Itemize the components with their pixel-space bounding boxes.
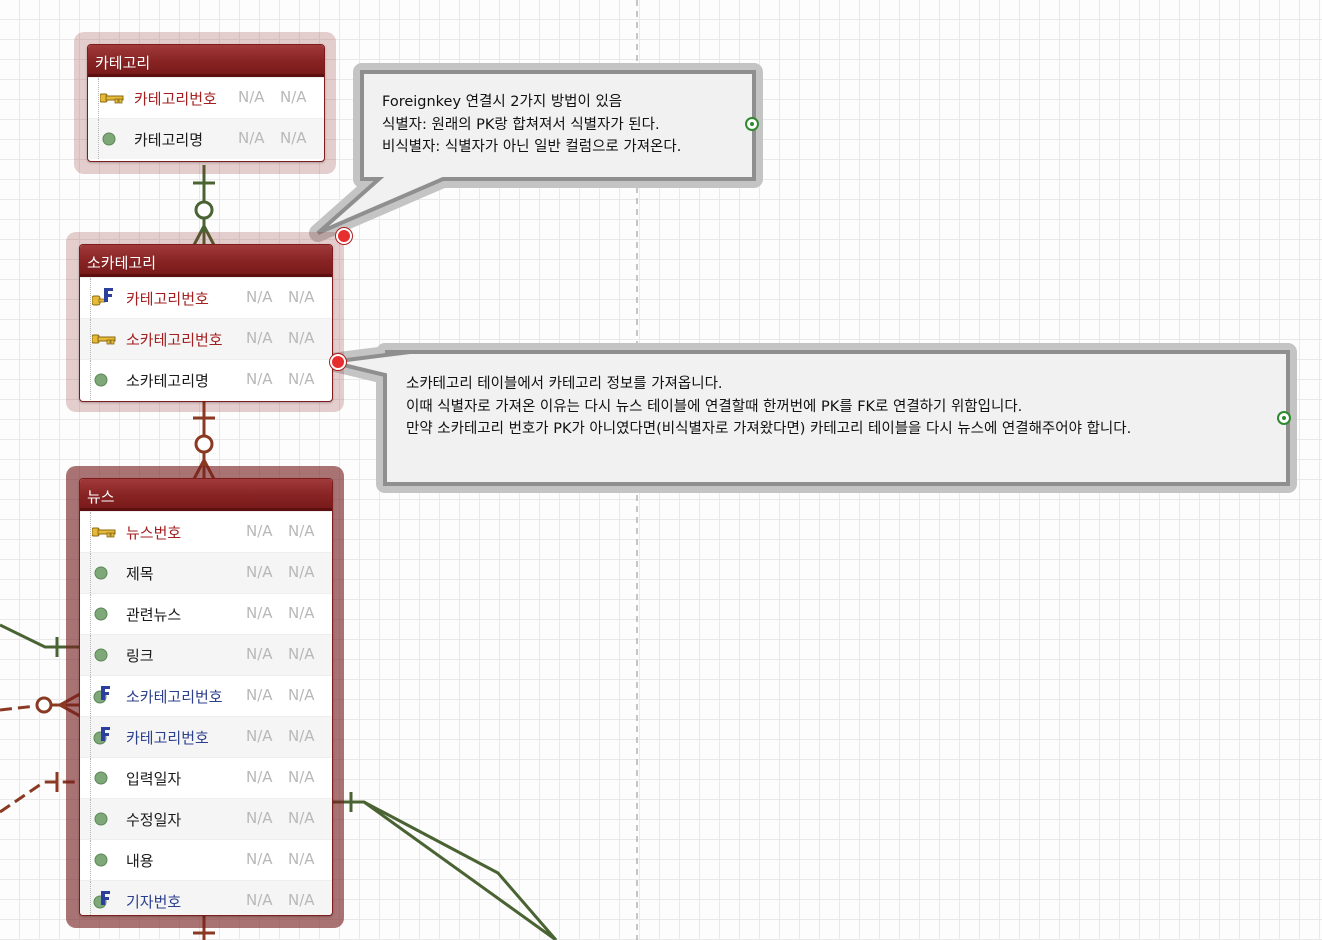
fk-icon	[93, 727, 110, 745]
attr-name: 수정일자	[126, 811, 182, 829]
attr-row[interactable]: 제목 N/A N/A	[80, 552, 332, 593]
attr-name: 기자번호	[126, 893, 182, 911]
attr-name: 카테고리번호	[134, 90, 217, 108]
attr-name: 카테고리번호	[126, 729, 209, 747]
attr-col-2: N/A	[288, 604, 315, 622]
fk-icon	[93, 686, 110, 704]
attr-col-1: N/A	[246, 604, 273, 622]
attr-row[interactable]: 수정일자 N/A N/A	[80, 798, 332, 839]
note-1-frame	[309, 63, 763, 242]
fk-icon	[93, 891, 110, 909]
attr-name: 뉴스번호	[126, 524, 182, 542]
attr-name: 제목	[126, 565, 154, 583]
column-dot-icon	[94, 373, 108, 387]
attr-col-1: N/A	[246, 686, 273, 704]
rel-right-1	[331, 792, 558, 940]
attr-col-1: N/A	[246, 891, 273, 909]
attr-col-2: N/A	[288, 563, 315, 581]
attr-col-2: N/A	[280, 129, 307, 147]
note-2-handle-icon[interactable]	[1277, 411, 1291, 425]
attr-col-1: N/A	[246, 329, 273, 347]
column-dot-icon	[94, 648, 108, 662]
note-2-anchor-icon[interactable]	[330, 354, 346, 370]
note-1-line: Foreignkey 연결시 2가지 방법이 있음	[382, 94, 623, 110]
key-icon	[100, 93, 124, 104]
attr-row[interactable]: 소카테고리번호 N/A N/A	[80, 675, 332, 716]
entity-subcategory[interactable]: 소카테고리 카테고리번호 N/A N/A 소카테고리번호 N/A N/A 소카테…	[79, 244, 333, 402]
attr-row[interactable]: 기자번호 N/A N/A	[80, 880, 332, 915]
column-dot-icon	[94, 607, 108, 621]
note-2-frame	[322, 343, 1297, 493]
column-dot-icon	[94, 566, 108, 580]
attr-col-1: N/A	[246, 850, 273, 868]
attr-row[interactable]: 관련뉴스 N/A N/A	[80, 593, 332, 634]
entity-category[interactable]: 카테고리 카테고리번호 N/A N/A 카테고리명 N/A N/A	[87, 44, 325, 162]
attr-col-2: N/A	[288, 891, 315, 909]
attr-col-2: N/A	[288, 686, 315, 704]
attr-col-2: N/A	[288, 522, 315, 540]
attr-name: 소카테고리명	[126, 372, 209, 390]
attr-row[interactable]: 카테고리번호 N/A N/A	[80, 277, 332, 318]
attr-name: 링크	[126, 647, 154, 665]
attr-col-1: N/A	[246, 809, 273, 827]
attr-row[interactable]: 카테고리번호 N/A N/A	[80, 716, 332, 757]
attr-col-2: N/A	[288, 288, 315, 306]
rel-category-subcategory	[192, 165, 216, 246]
attr-col-1: N/A	[238, 129, 265, 147]
attr-row[interactable]: 링크 N/A N/A	[80, 634, 332, 675]
note-2-line: 이때 식별자로 가져온 이유는 다시 뉴스 테이블에 연결할때 한꺼번에 PK를…	[406, 398, 1023, 415]
attr-name: 관련뉴스	[126, 606, 182, 624]
attr-row[interactable]: 소카테고리명 N/A N/A	[80, 359, 332, 400]
attr-row[interactable]: 뉴스번호 N/A N/A	[80, 511, 332, 552]
note-1-line: 식별자: 원래의 PK랑 합쳐져서 식별자가 된다.	[382, 116, 660, 133]
note-2[interactable]: 소카테고리 테이블에서 카테고리 정보를 가져옵니다. 이때 식별자로 가져온 …	[406, 373, 1131, 441]
attr-col-2: N/A	[288, 809, 315, 827]
entity-subcategory-title: 소카테고리	[80, 245, 332, 277]
column-dot-icon	[102, 132, 116, 146]
column-dot-icon	[94, 771, 108, 785]
attr-col-2: N/A	[288, 850, 315, 868]
attr-row[interactable]: 내용 N/A N/A	[80, 839, 332, 880]
attr-col-2: N/A	[288, 370, 315, 388]
column-dot-icon	[94, 812, 108, 826]
attr-row[interactable]: 카테고리번호 N/A N/A	[88, 77, 324, 118]
entity-category-title: 카테고리	[88, 45, 324, 77]
attr-row[interactable]: 카테고리명 N/A N/A	[88, 118, 324, 159]
attr-name: 카테고리번호	[126, 290, 209, 308]
attr-name: 내용	[126, 852, 154, 870]
key-fk-icon	[92, 288, 113, 306]
attr-row[interactable]: 입력일자 N/A N/A	[80, 757, 332, 798]
attr-col-1: N/A	[246, 288, 273, 306]
attr-col-1: N/A	[246, 563, 273, 581]
attr-name: 입력일자	[126, 770, 182, 788]
note-2-line: 소카테고리 테이블에서 카테고리 정보를 가져옵니다.	[406, 376, 723, 392]
attr-name: 카테고리명	[134, 131, 204, 149]
note-1[interactable]: Foreignkey 연결시 2가지 방법이 있음 식별자: 원래의 PK랑 합…	[382, 91, 681, 159]
attr-name: 소카테고리번호	[126, 331, 223, 349]
note-1-handle-icon[interactable]	[745, 117, 759, 131]
attr-col-1: N/A	[246, 370, 273, 388]
note-2-line: 만약 소카테고리 번호가 PK가 아니였다면(비식별자로 가져왔다면) 카테고리…	[406, 421, 1132, 437]
attr-col-2: N/A	[288, 329, 315, 347]
attr-col-1: N/A	[246, 645, 273, 663]
attr-col-2: N/A	[288, 727, 315, 745]
entity-news-title: 뉴스	[80, 479, 332, 511]
key-icon	[92, 334, 116, 345]
attr-col-1: N/A	[246, 522, 273, 540]
attr-col-2: N/A	[288, 645, 315, 663]
attr-col-1: N/A	[246, 727, 273, 745]
attr-name: 소카테고리번호	[126, 688, 223, 706]
column-dot-icon	[94, 853, 108, 867]
attr-col-1: N/A	[246, 768, 273, 786]
attr-col-2: N/A	[280, 88, 307, 106]
attr-col-2: N/A	[288, 768, 315, 786]
note-1-line: 비식별자: 식별자가 아닌 일반 컬럼으로 가져온다.	[382, 139, 682, 155]
note-1-anchor-icon[interactable]	[336, 228, 352, 244]
attr-row[interactable]: 소카테고리번호 N/A N/A	[80, 318, 332, 359]
key-icon	[92, 527, 116, 538]
attr-col-1: N/A	[238, 88, 265, 106]
